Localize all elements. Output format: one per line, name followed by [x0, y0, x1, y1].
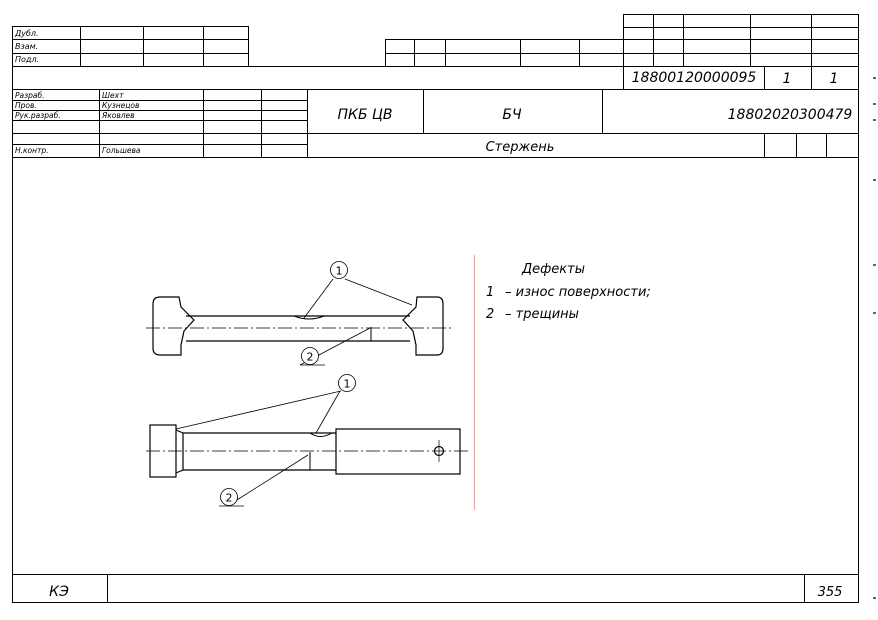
organization: ПКБ ЦВ — [338, 107, 393, 123]
role-name: Гольшева — [102, 146, 141, 155]
legend-num: 2 — [486, 307, 494, 322]
leader-lines — [175, 278, 413, 506]
left-rows: Дубл. Взам. Подл. — [14, 29, 39, 64]
doc-number: 18802020300479 — [728, 107, 853, 123]
doc-number-top: 18800120000095 — [632, 70, 757, 86]
sheet-frame — [12, 14, 859, 603]
title-block-fields: 18800120000095 1 1 ПКБ ЦВ БЧ 18802020300… — [49, 70, 852, 600]
legend-text: – износ поверхности; — [505, 285, 651, 300]
role-name: Кузнецов — [102, 101, 139, 110]
role-table: Разраб. Шехт Пров. Кузнецов Рук.разраб. … — [15, 91, 141, 155]
defects-legend: Дефекты 1 – износ поверхности; 2 – трещи… — [486, 262, 651, 322]
left-row-label: Дубл. — [14, 29, 39, 38]
callout-bottom-1: 1 — [338, 374, 356, 392]
callout-label: 2 — [226, 492, 233, 505]
callout-bottom-2: 2 — [219, 488, 244, 507]
left-row-label: Взам. — [15, 42, 38, 51]
callouts: 1 2 1 2 — [219, 261, 356, 507]
sheet-number: 1 — [783, 71, 792, 87]
legend-title: Дефекты — [521, 262, 585, 277]
callout-label: 1 — [336, 265, 343, 278]
role-label: Разраб. — [15, 91, 44, 100]
callout-label: 1 — [344, 378, 351, 391]
legend-num: 1 — [486, 285, 494, 300]
role-label: Н.контр. — [15, 146, 49, 155]
sheets-total: 1 — [830, 71, 839, 87]
role-label: Пров. — [15, 101, 37, 110]
part-view-top — [152, 296, 444, 356]
part-name: Стержень — [486, 140, 555, 155]
page-number: 355 — [818, 585, 843, 600]
callout-label: 2 — [307, 351, 314, 364]
callout-top-1: 1 — [330, 261, 348, 279]
doc-code: БЧ — [502, 107, 522, 123]
role-name: Шехт — [102, 91, 124, 100]
edge-marks — [873, 77, 876, 599]
axis-bottom — [146, 440, 470, 462]
legend-text: – трещины — [505, 307, 579, 322]
role-name: Яковлев — [101, 111, 135, 120]
bottom-left-label: КЭ — [49, 584, 69, 600]
left-row-label: Подл. — [15, 55, 39, 64]
role-label: Рук.разраб. — [15, 111, 61, 120]
callout-top-2: 2 — [300, 347, 325, 366]
